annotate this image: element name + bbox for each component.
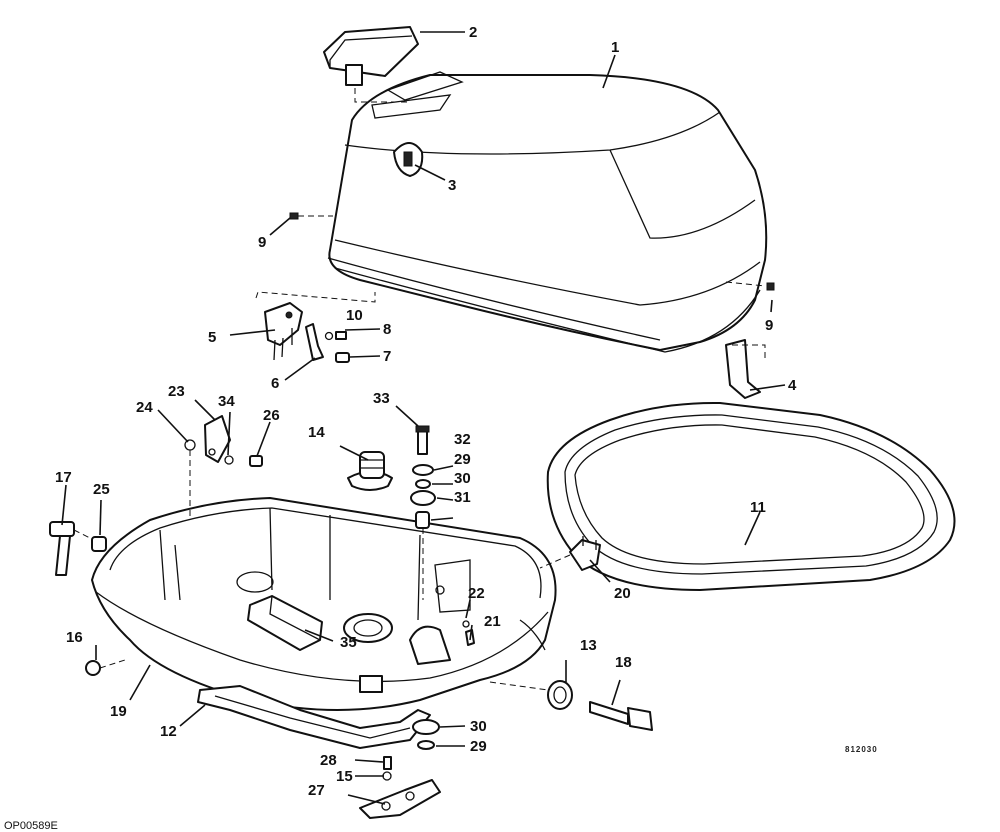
callout-15: 15 bbox=[336, 768, 353, 785]
hook-assembly bbox=[184, 415, 263, 520]
side-grommet bbox=[489, 680, 573, 710]
callout-31: 31 bbox=[454, 489, 471, 506]
callout-34: 34 bbox=[218, 393, 235, 410]
callout-18: 18 bbox=[615, 654, 632, 671]
callout-14: 14 bbox=[308, 424, 325, 441]
callout-7: 7 bbox=[383, 348, 391, 365]
callout-24: 24 bbox=[136, 399, 153, 416]
grommet bbox=[347, 451, 393, 491]
callout-33: 33 bbox=[373, 390, 390, 407]
callout-17: 17 bbox=[55, 469, 72, 486]
latch-hook-assembly bbox=[305, 323, 350, 363]
callout-29-upper: 29 bbox=[454, 451, 471, 468]
callout-11: 11 bbox=[750, 499, 766, 516]
callout-16: 16 bbox=[66, 629, 83, 646]
callout-6: 6 bbox=[271, 375, 279, 392]
cover-seal bbox=[546, 401, 956, 591]
callout-9-left: 9 bbox=[258, 234, 266, 251]
callout-20: 20 bbox=[614, 585, 631, 602]
front-latch bbox=[255, 291, 376, 361]
side-plug bbox=[85, 659, 126, 676]
bushing bbox=[91, 536, 107, 552]
cover-screws bbox=[289, 212, 775, 291]
junction-block bbox=[247, 595, 323, 651]
mount-stack-upper bbox=[410, 425, 436, 600]
callout-labels: 1 2 3 4 5 6 7 8 9 9 10 11 12 13 14 15 16… bbox=[55, 24, 797, 799]
callout-25: 25 bbox=[93, 481, 110, 498]
leader-lines bbox=[61, 31, 786, 805]
image-code: 812030 bbox=[845, 745, 878, 754]
callout-12: 12 bbox=[160, 723, 177, 740]
callout-23: 23 bbox=[168, 383, 185, 400]
callout-13: 13 bbox=[580, 637, 597, 654]
lock-pin bbox=[589, 701, 653, 731]
figure-code: OP00589E bbox=[4, 820, 58, 832]
callout-32: 32 bbox=[454, 431, 471, 448]
callout-21: 21 bbox=[484, 613, 501, 630]
lower-motor-cover bbox=[91, 497, 557, 711]
callout-8: 8 bbox=[383, 321, 391, 338]
callout-10: 10 bbox=[346, 307, 363, 324]
callout-27: 27 bbox=[308, 782, 325, 799]
callout-30-lower: 30 bbox=[470, 718, 487, 735]
callout-1: 1 bbox=[611, 39, 619, 56]
bottom-support-bracket bbox=[197, 685, 431, 749]
callout-9-right: 9 bbox=[765, 317, 773, 334]
callout-30-upper: 30 bbox=[454, 470, 471, 487]
callout-35: 35 bbox=[340, 634, 357, 651]
callout-29-lower: 29 bbox=[470, 738, 487, 755]
cover-cap bbox=[323, 26, 419, 103]
callout-22: 22 bbox=[468, 585, 485, 602]
callout-19: 19 bbox=[110, 703, 127, 720]
upper-motor-cover bbox=[327, 71, 768, 353]
rear-latch-bracket bbox=[725, 339, 766, 399]
callout-4: 4 bbox=[788, 377, 797, 394]
lower-mount-plate bbox=[359, 756, 441, 819]
callout-3: 3 bbox=[448, 177, 456, 194]
callout-5: 5 bbox=[208, 329, 216, 346]
callout-2: 2 bbox=[469, 24, 477, 41]
mount-stack-lower bbox=[412, 719, 440, 750]
callout-26: 26 bbox=[263, 407, 280, 424]
callout-28: 28 bbox=[320, 752, 337, 769]
